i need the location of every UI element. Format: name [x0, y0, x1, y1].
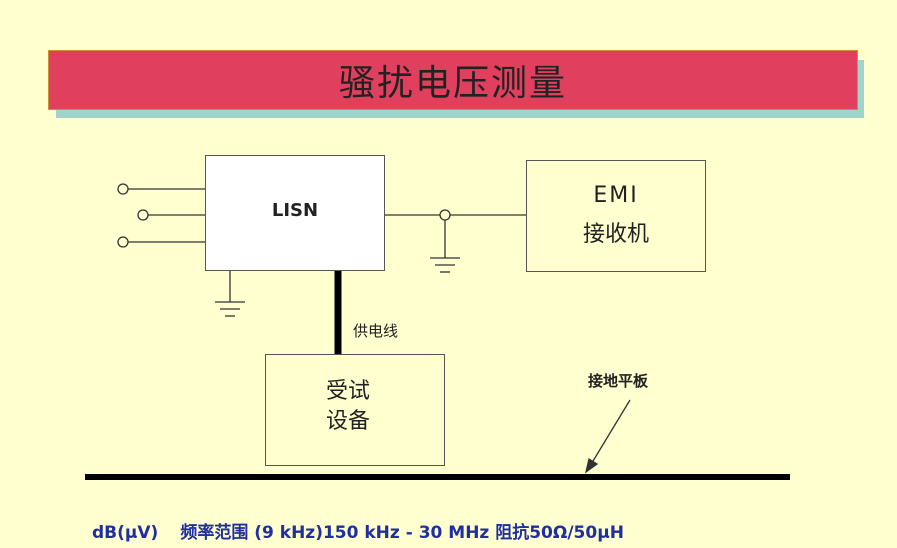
page-title: 骚扰电压测量: [338, 63, 567, 104]
power-line-label: 供电线: [353, 322, 399, 340]
title-bar: 骚扰电压测量: [48, 50, 858, 110]
input-terminal-1: [117, 183, 129, 195]
footer-spec: dB(μV) 频率范围 (9 kHz)150 kHz - 30 MHz 阻抗50Ω…: [92, 518, 624, 543]
lisn-emi-connection: [385, 209, 526, 273]
lisn-ground-symbol: [215, 271, 245, 317]
emi-receiver-label-line1: EMI: [593, 183, 639, 208]
emi-receiver-box: EMI 接收机: [526, 160, 706, 272]
node-terminal: [439, 209, 451, 221]
input-terminal-2: [137, 209, 149, 221]
footer-spec-text: 频率范围 (9 kHz)150 kHz - 30 MHz 阻抗50Ω/50μH: [180, 523, 624, 543]
emi-receiver-label-line2: 接收机: [582, 222, 649, 247]
ground-plane-label: 接地平板: [588, 372, 649, 390]
ground-plane-arrow: [584, 399, 631, 474]
footer-unit: dB(μV): [92, 523, 159, 543]
eut-label-line1: 受试: [326, 379, 371, 404]
input-terminal-3: [117, 236, 129, 248]
eut-label-line2: 设备: [326, 409, 371, 434]
lisn-label: LISN: [271, 200, 319, 221]
lisn-box: LISN: [205, 155, 385, 271]
eut-box: 受试 设备: [265, 354, 445, 466]
lisn-input-terminals: [117, 183, 205, 248]
